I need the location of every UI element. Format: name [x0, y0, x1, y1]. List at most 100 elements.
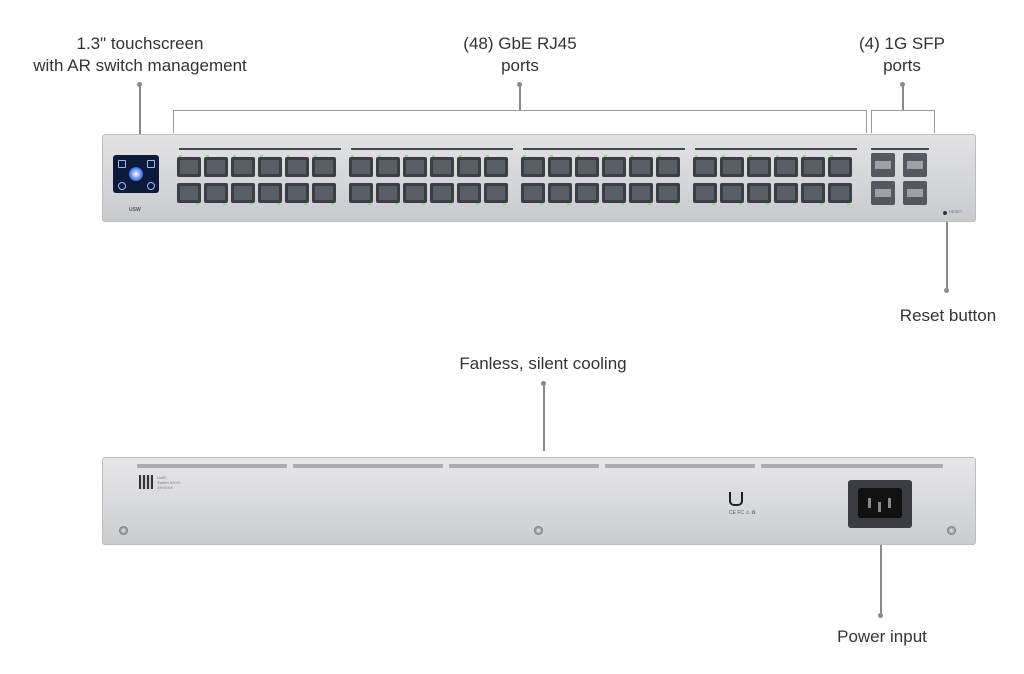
touchscreen-leader-line — [139, 84, 141, 134]
reset-button[interactable] — [943, 211, 947, 215]
port-led-icon — [820, 203, 823, 205]
rj45-port[interactable] — [521, 157, 545, 177]
port-led-icon — [766, 203, 769, 205]
port-led-icon — [378, 155, 381, 157]
rj45-port[interactable] — [548, 183, 572, 203]
port-led-icon — [675, 203, 678, 205]
rj45-port[interactable] — [258, 157, 282, 177]
rj45-port[interactable] — [774, 183, 798, 203]
rj45-port[interactable] — [376, 183, 400, 203]
rj45-port[interactable] — [312, 183, 336, 203]
port-led-icon — [395, 203, 398, 205]
port-led-icon — [631, 155, 634, 157]
touchscreen-leader-dot — [137, 82, 142, 87]
rj45-port[interactable] — [747, 183, 771, 203]
rj45-port[interactable] — [801, 183, 825, 203]
rj45-port[interactable] — [774, 157, 798, 177]
rj45-port[interactable] — [720, 157, 744, 177]
port-led-icon — [567, 203, 570, 205]
rj45-port[interactable] — [602, 183, 626, 203]
port-led-icon — [331, 203, 334, 205]
rj45-port[interactable] — [720, 183, 744, 203]
rj45-port[interactable] — [177, 183, 201, 203]
vent-slot — [449, 464, 599, 468]
rj45-port[interactable] — [457, 157, 481, 177]
rj45-port[interactable] — [575, 183, 599, 203]
power-pin — [878, 502, 881, 512]
port-led-icon — [422, 203, 425, 205]
rj45-port[interactable] — [629, 157, 653, 177]
port-led-icon — [196, 203, 199, 205]
port-led-icon — [604, 155, 607, 157]
vent-slot — [137, 464, 287, 468]
qr-code — [139, 475, 153, 489]
rj45-port[interactable] — [231, 157, 255, 177]
rj45-port-block — [177, 148, 863, 207]
rj45-leader-line — [519, 84, 521, 110]
rj45-port[interactable] — [629, 183, 653, 203]
rj45-port[interactable] — [828, 183, 852, 203]
rj45-label: (48) GbE RJ45 ports — [440, 33, 600, 77]
reset-label: Reset button — [899, 306, 997, 325]
switch-front-panel: USW RESET — [102, 134, 976, 222]
rj45-port[interactable] — [312, 157, 336, 177]
rj45-port[interactable] — [204, 157, 228, 177]
rj45-port[interactable] — [693, 157, 717, 177]
port-led-icon — [250, 203, 253, 205]
rj45-port[interactable] — [204, 183, 228, 203]
rj45-port[interactable] — [258, 183, 282, 203]
port-led-icon — [523, 155, 526, 157]
rj45-port[interactable] — [602, 157, 626, 177]
rj45-port[interactable] — [376, 157, 400, 177]
screw-icon — [947, 526, 956, 535]
rj45-port[interactable] — [484, 157, 508, 177]
rj45-port[interactable] — [349, 183, 373, 203]
power-inlet[interactable] — [848, 480, 912, 528]
rj45-port[interactable] — [656, 183, 680, 203]
rj45-port[interactable] — [430, 157, 454, 177]
rj45-port[interactable] — [548, 157, 572, 177]
rj45-port[interactable] — [177, 157, 201, 177]
rj45-port[interactable] — [656, 157, 680, 177]
port-led-icon — [405, 155, 408, 157]
port-led-icon — [206, 155, 209, 157]
rj45-port[interactable] — [285, 157, 309, 177]
port-led-icon — [739, 203, 742, 205]
rj45-port[interactable] — [575, 157, 599, 177]
sfp-port[interactable] — [903, 181, 927, 205]
vent-slot — [293, 464, 443, 468]
sfp-port[interactable] — [871, 181, 895, 205]
rj45-port[interactable] — [484, 183, 508, 203]
port-led-icon — [594, 203, 597, 205]
sfp-port[interactable] — [871, 153, 895, 177]
rj45-port[interactable] — [693, 183, 717, 203]
port-led-icon — [749, 155, 752, 157]
rj45-port[interactable] — [457, 183, 481, 203]
settings-icon — [147, 182, 155, 190]
port-led-icon — [277, 203, 280, 205]
port-led-icon — [351, 155, 354, 157]
rj45-port[interactable] — [828, 157, 852, 177]
rj45-port[interactable] — [747, 157, 771, 177]
rj45-port[interactable] — [231, 183, 255, 203]
touchscreen-display[interactable] — [113, 155, 159, 193]
port-led-icon — [179, 155, 182, 157]
port-led-icon — [577, 155, 580, 157]
rj45-port[interactable] — [403, 157, 427, 177]
rj45-label-line2: ports — [501, 56, 539, 75]
port-led-icon — [223, 203, 226, 205]
front-badge: USW — [129, 207, 141, 213]
port-led-icon — [621, 203, 624, 205]
rj45-port[interactable] — [430, 183, 454, 203]
port-led-icon — [803, 155, 806, 157]
rj45-port[interactable] — [403, 183, 427, 203]
port-led-icon — [486, 155, 489, 157]
port-group-bar — [179, 148, 341, 150]
rj45-port[interactable] — [285, 183, 309, 203]
rj45-port[interactable] — [521, 183, 545, 203]
serial-sticker: UniFi Switch XXXX XXXXXX — [157, 475, 181, 490]
power-socket — [858, 488, 902, 518]
rj45-port[interactable] — [801, 157, 825, 177]
sfp-port[interactable] — [903, 153, 927, 177]
rj45-port[interactable] — [349, 157, 373, 177]
